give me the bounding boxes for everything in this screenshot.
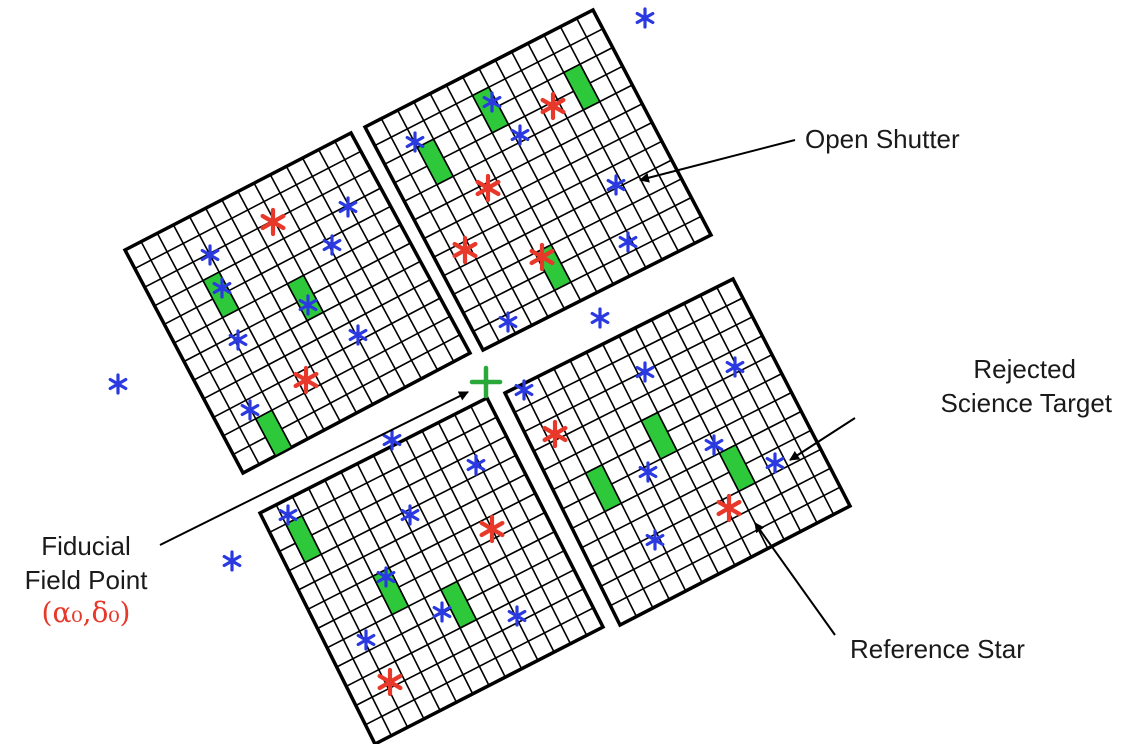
red-asterisk-icon	[542, 419, 568, 449]
green-plus-icon	[469, 365, 503, 399]
rejected-target-label-line1: Rejected	[973, 354, 1076, 384]
blue-asterisk-icon	[498, 311, 518, 333]
blue-asterisk-icon	[704, 434, 724, 456]
red-asterisk-icon	[716, 493, 742, 523]
fiducial-label-line2: Field Point	[24, 565, 148, 595]
blue-asterisk-icon	[338, 196, 358, 218]
blue-asterisk-icon	[278, 504, 298, 526]
blue-asterisk-icon	[108, 373, 128, 395]
open-shutter-cell	[584, 463, 623, 513]
fiducial-coordinates: (α₀,δ₀)	[41, 596, 131, 629]
reference-star-arrow	[754, 522, 836, 636]
reference-star-label: Reference Star	[850, 634, 1025, 664]
open-shutter-cell	[718, 443, 757, 493]
blue-asterisk-icon	[212, 277, 232, 299]
fiducial-arrow	[159, 391, 469, 546]
blue-asterisk-icon	[376, 566, 396, 588]
red-asterisk-icon	[452, 235, 478, 265]
open-shutter-cell	[284, 514, 323, 564]
shutter-grid-lower-left	[257, 395, 606, 744]
blue-asterisk-icon	[638, 461, 658, 483]
rejected-target-label-line2: Science Target	[940, 388, 1112, 418]
red-asterisk-icon	[293, 365, 319, 395]
blue-asterisk-icon	[514, 379, 534, 401]
blue-asterisk-icon	[298, 294, 318, 316]
blue-asterisk-icon	[222, 550, 242, 572]
blue-asterisk-icon	[482, 91, 502, 113]
shutter-grid-upper-right	[362, 7, 714, 353]
blue-asterisk-icon	[405, 131, 425, 153]
blue-asterisk-icon	[645, 529, 665, 551]
blue-asterisk-icon	[618, 231, 638, 253]
open-shutter-cell	[254, 409, 293, 457]
open-shutter-cell	[562, 63, 601, 111]
blue-asterisk-icon	[400, 504, 420, 526]
red-asterisk-icon	[260, 207, 286, 237]
open-shutter-cell	[640, 411, 679, 461]
open-shutter-cell	[439, 580, 478, 630]
open-shutter-cell	[416, 138, 455, 186]
shutter-grid-lower-right	[502, 276, 853, 628]
blue-asterisk-icon	[635, 7, 655, 29]
blue-asterisk-icon	[348, 324, 368, 346]
blue-asterisk-icon	[356, 629, 376, 651]
open-shutter-label: Open Shutter	[805, 124, 960, 154]
blue-asterisk-icon	[635, 361, 655, 383]
blue-asterisk-icon	[228, 329, 248, 351]
red-asterisk-icon	[377, 667, 403, 697]
blue-asterisk-icon	[606, 174, 626, 196]
blue-asterisk-icon	[240, 399, 260, 421]
red-asterisk-icon	[475, 173, 501, 203]
fiducial-label-line1: Fiducial	[41, 531, 131, 561]
open-shutter-cell	[286, 274, 325, 322]
blue-asterisk-icon	[765, 452, 785, 474]
red-asterisk-icon	[479, 514, 505, 544]
red-asterisk-icon	[529, 242, 555, 272]
blue-asterisk-icon	[322, 234, 342, 256]
blue-asterisk-icon	[510, 124, 530, 146]
blue-asterisk-icon	[725, 356, 745, 378]
blue-asterisk-icon	[590, 307, 610, 329]
blue-asterisk-icon	[507, 605, 527, 627]
blue-asterisk-icon	[200, 244, 220, 266]
red-asterisk-icon	[540, 91, 566, 121]
blue-asterisk-icon	[432, 601, 452, 623]
open-shutter-arrow	[639, 139, 796, 183]
blue-asterisk-icon	[382, 429, 402, 451]
blue-asterisk-icon	[466, 454, 486, 476]
rejected-target-arrow	[789, 417, 856, 461]
